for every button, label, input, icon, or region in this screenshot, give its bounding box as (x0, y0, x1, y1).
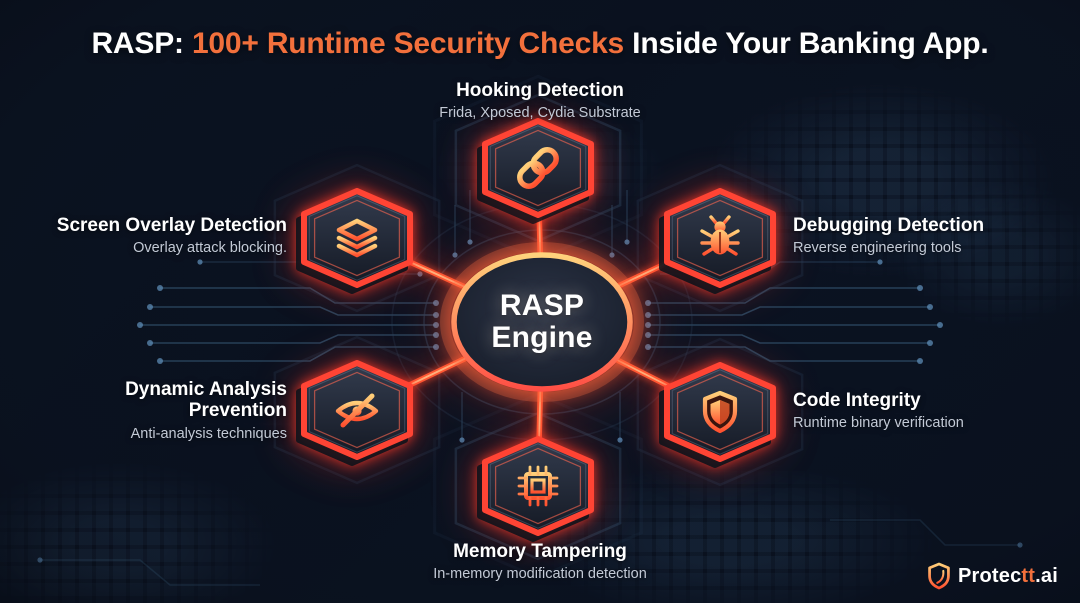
label-code-integrity: Code Integrity Runtime binary verificati… (793, 390, 964, 433)
node-dynamic-analysis-prevention (296, 360, 413, 466)
title-highlight: 100+ Runtime Security Checks (191, 27, 625, 60)
node-debugging-detection (659, 188, 776, 294)
brand-suffix: .ai (1035, 564, 1058, 587)
rasp-engine-label: RASP Engine (491, 288, 593, 354)
page-title: RASP: 100+ Runtime Security Checks Insid… (0, 27, 1080, 61)
node-subtitle: Runtime binary verification (793, 415, 964, 432)
node-screen-overlay-detection (296, 188, 413, 294)
brand-highlight: tt (1021, 564, 1036, 587)
label-dynamic-analysis-prevention: Dynamic Analysis Prevention Anti-analysi… (102, 379, 287, 443)
brand-name: Protectt.ai (958, 565, 1058, 588)
label-memory-tampering: Memory Tampering In-memory modification … (0, 541, 1080, 584)
node-subtitle: Frida, Xposed, Cydia Substrate (439, 105, 641, 122)
node-subtitle: Anti-analysis techniques (130, 425, 287, 442)
node-title: Code Integrity (793, 390, 921, 411)
node-hooking-detection (477, 118, 594, 224)
brand-prefix: Protec (957, 564, 1022, 587)
node-code-integrity (659, 362, 776, 468)
title-prefix: RASP: (91, 27, 192, 60)
node-title: Hooking Detection (456, 80, 624, 101)
brand-logo: Protectt.ai (927, 562, 1058, 590)
label-debugging-detection: Debugging Detection Reverse engineering … (793, 215, 984, 258)
shield-icon (702, 390, 738, 434)
label-screen-overlay-detection: Screen Overlay Detection Overlay attack … (57, 215, 287, 258)
node-memory-tampering (477, 436, 594, 542)
node-subtitle: In-memory modification detection (433, 566, 647, 583)
node-title: Memory Tampering (453, 541, 627, 562)
label-hooking-detection: Hooking Detection Frida, Xposed, Cydia S… (0, 80, 1080, 123)
shield-icon (928, 562, 950, 590)
title-suffix: Inside Your Banking App. (624, 27, 989, 60)
node-subtitle: Overlay attack blocking. (133, 240, 287, 257)
node-title: Screen Overlay Detection (56, 215, 287, 236)
node-title: Dynamic Analysis Prevention (125, 379, 287, 422)
node-title: Debugging Detection (793, 215, 985, 236)
node-subtitle: Reverse engineering tools (793, 240, 962, 257)
